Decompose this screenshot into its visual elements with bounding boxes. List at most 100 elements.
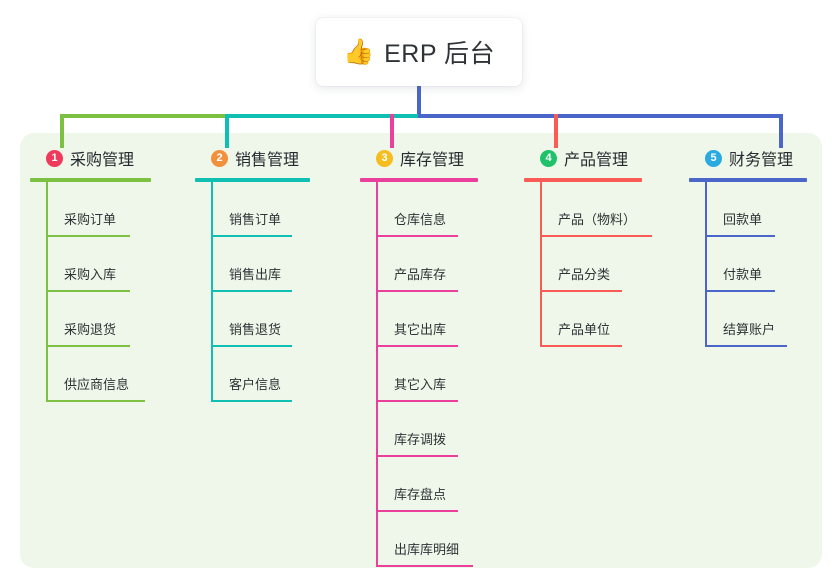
- branch-item-rule: [540, 345, 622, 347]
- branch-item-rule: [376, 290, 458, 292]
- branch-item-label: 采购退货: [64, 322, 117, 337]
- branch-item[interactable]: 产品单位: [524, 292, 642, 347]
- branch-item-label: 产品库存: [394, 267, 447, 282]
- branch-header-rule: [195, 178, 310, 182]
- branch-item[interactable]: 销售订单: [195, 182, 310, 237]
- branch-item-label: 产品单位: [558, 322, 611, 337]
- branch-item-rule: [540, 290, 622, 292]
- branch-item[interactable]: 出库库明细: [360, 512, 478, 567]
- branch-title-product: 产品管理: [564, 152, 629, 169]
- branch-item[interactable]: 库存调拨: [360, 402, 478, 457]
- branch-title-purchase: 采购管理: [70, 152, 135, 169]
- branch-rail: [46, 182, 48, 402]
- branch-item-label: 客户信息: [229, 377, 282, 392]
- branch-item-rule: [376, 235, 458, 237]
- diagram-panel: [20, 133, 822, 568]
- branch-item-rule: [46, 290, 130, 292]
- branch-header-purchase[interactable]: 1 采购管理: [30, 146, 151, 170]
- branch-items-sales: 销售订单销售出库销售退货客户信息: [195, 182, 310, 402]
- branch-column-purchase: 1 采购管理采购订单采购入库采购退货供应商信息: [30, 146, 151, 402]
- branch-number-badge: 1: [46, 149, 63, 167]
- branch-header-rule: [689, 178, 807, 182]
- branch-item-label: 销售出库: [229, 267, 282, 282]
- branch-title-finance: 财务管理: [729, 152, 794, 169]
- branch-items-product: 产品（物料） 产品分类产品单位: [524, 182, 652, 347]
- branch-item-label: 结算账户: [723, 322, 776, 337]
- branch-item-label: 销售退货: [229, 322, 282, 337]
- branch-item[interactable]: 其它出库: [360, 292, 478, 347]
- branch-item[interactable]: 产品库存: [360, 237, 478, 292]
- branch-header-rule: [30, 178, 151, 182]
- thumbs-up-icon: 👍: [342, 37, 375, 66]
- branch-item[interactable]: 仓库信息: [360, 182, 478, 237]
- branch-header-rule: [524, 178, 642, 182]
- branch-number-badge: 2: [211, 149, 228, 167]
- branch-items-purchase: 采购订单采购入库采购退货供应商信息: [30, 182, 151, 402]
- root-node-title: ERP 后台: [384, 40, 496, 68]
- branch-item-rule: [705, 235, 775, 237]
- branch-column-sales: 2 销售管理销售订单销售出库销售退货客户信息: [195, 146, 310, 402]
- branch-item[interactable]: 结算账户: [689, 292, 807, 347]
- branch-header-rule: [360, 178, 478, 182]
- branch-item-rule: [376, 510, 458, 512]
- branch-column-inventory: 3 库存管理仓库信息产品库存其它出库其它入库库存调拨库存盘点出库库明细: [360, 146, 478, 567]
- branch-item-rule: [705, 290, 775, 292]
- branch-item-rule: [376, 565, 473, 567]
- branch-item-rule: [46, 345, 130, 347]
- branch-item-label: 采购入库: [64, 267, 117, 282]
- branch-item-label: 库存调拨: [394, 432, 447, 447]
- branch-item[interactable]: 产品分类: [524, 237, 642, 292]
- branch-item[interactable]: 客户信息: [195, 347, 310, 402]
- branch-item-rule: [46, 400, 145, 402]
- branch-item[interactable]: 采购订单: [30, 182, 151, 237]
- branch-item-label: 出库库明细: [394, 542, 460, 557]
- branch-item-rule: [46, 235, 130, 237]
- branch-item-label: 采购订单: [64, 212, 117, 227]
- branch-rail: [540, 182, 542, 347]
- branch-item-rule: [211, 345, 292, 347]
- branch-header-product[interactable]: 4 产品管理: [524, 146, 642, 170]
- branch-item[interactable]: 库存盘点: [360, 457, 478, 512]
- branch-items-finance: 回款单付款单结算账户: [689, 182, 807, 347]
- branch-item-label: 产品分类: [558, 267, 611, 282]
- branch-item-rule: [376, 345, 458, 347]
- branch-item[interactable]: 回款单: [689, 182, 807, 237]
- branch-item-label: 供应商信息: [64, 377, 130, 392]
- branch-header-inventory[interactable]: 3 库存管理: [360, 146, 478, 170]
- branch-item-rule: [376, 400, 458, 402]
- branch-title-sales: 销售管理: [235, 152, 300, 169]
- branch-item-label: 付款单: [723, 267, 763, 282]
- branch-item[interactable]: 其它入库: [360, 347, 478, 402]
- branch-number-badge: 4: [540, 149, 557, 167]
- branch-item[interactable]: 产品（物料）: [524, 182, 652, 237]
- branch-item-label: 其它出库: [394, 322, 447, 337]
- branch-items-inventory: 仓库信息产品库存其它出库其它入库库存调拨库存盘点出库库明细: [360, 182, 478, 567]
- branch-item[interactable]: 采购入库: [30, 237, 151, 292]
- branch-item-rule: [705, 345, 787, 347]
- branch-item[interactable]: 付款单: [689, 237, 807, 292]
- branch-title-inventory: 库存管理: [400, 152, 465, 169]
- branch-item-label: 销售订单: [229, 212, 282, 227]
- branch-column-product: 4 产品管理产品（物料） 产品分类产品单位: [524, 146, 652, 347]
- branch-number-badge: 3: [376, 149, 393, 167]
- branch-item-rule: [211, 290, 292, 292]
- branch-item-rule: [211, 400, 292, 402]
- branch-rail: [376, 182, 378, 567]
- branch-column-finance: 5 财务管理回款单付款单结算账户: [689, 146, 807, 347]
- branch-header-sales[interactable]: 2 销售管理: [195, 146, 310, 170]
- branch-number-badge: 5: [705, 149, 722, 167]
- branch-item-label: 库存盘点: [394, 487, 447, 502]
- branch-item[interactable]: 供应商信息: [30, 347, 151, 402]
- branch-item-label: 其它入库: [394, 377, 447, 392]
- branch-header-finance[interactable]: 5 财务管理: [689, 146, 807, 170]
- branch-item-label: 仓库信息: [394, 212, 447, 227]
- branch-item-label: 回款单: [723, 212, 763, 227]
- branch-item[interactable]: 采购退货: [30, 292, 151, 347]
- root-node-card[interactable]: 👍 ERP 后台: [316, 18, 522, 86]
- branch-rail: [211, 182, 213, 402]
- branch-item-rule: [540, 235, 652, 237]
- branch-item-label: 产品（物料）: [558, 212, 637, 227]
- branch-rail: [705, 182, 707, 347]
- branch-item[interactable]: 销售退货: [195, 292, 310, 347]
- branch-item[interactable]: 销售出库: [195, 237, 310, 292]
